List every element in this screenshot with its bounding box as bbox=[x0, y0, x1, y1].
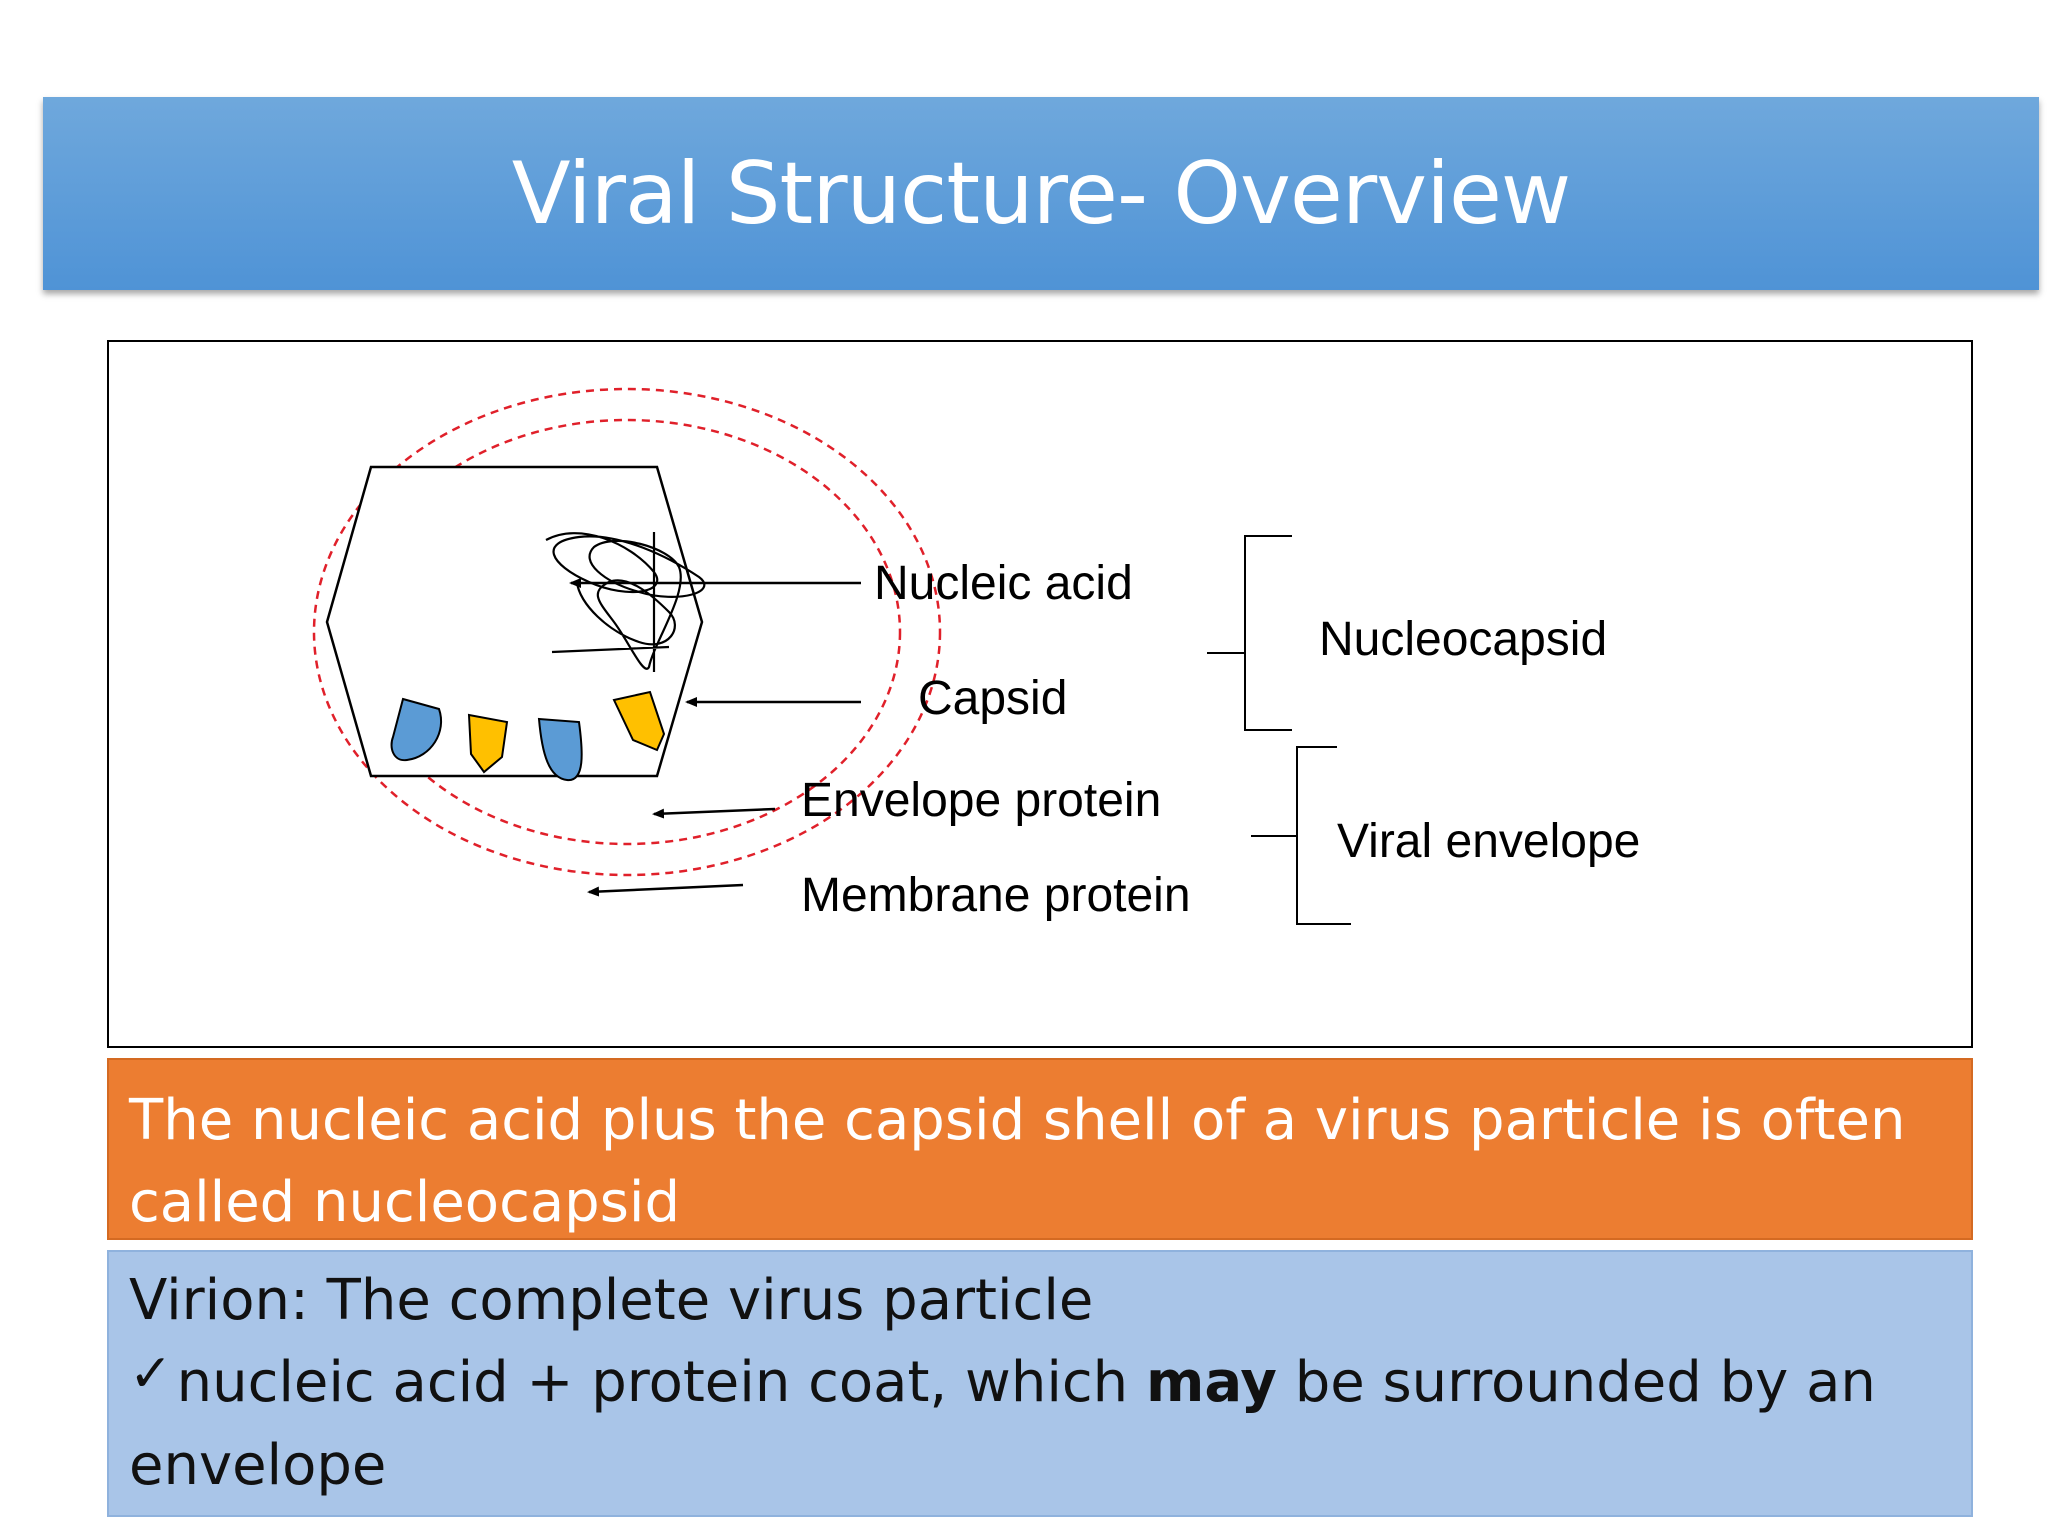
virus-diagram: Nucleic acid Capsid Envelope protein Mem… bbox=[107, 340, 1973, 1048]
capsid-shape bbox=[325, 465, 704, 778]
virion-bullet-text-start: nucleic acid + protein coat, which bbox=[176, 1350, 1146, 1415]
nucleocapsid-definition-box: The nucleic acid plus the capsid shell o… bbox=[107, 1058, 1973, 1240]
arrow-membrane-protein bbox=[587, 883, 744, 897]
virion-bullet-text-end: be surrounded by an envelope bbox=[129, 1350, 1876, 1498]
virion-definition-line: Virion: The complete virus particle bbox=[129, 1268, 1094, 1333]
arrow-envelope-protein bbox=[652, 807, 776, 819]
checkmark-icon: ✓ bbox=[129, 1344, 173, 1404]
slide-title: Viral Structure- Overview bbox=[511, 143, 1571, 244]
label-nucleic-acid: Nucleic acid bbox=[874, 557, 1133, 610]
label-nucleocapsid: Nucleocapsid bbox=[1319, 613, 1607, 666]
envelope-protein-left bbox=[467, 713, 509, 774]
label-viral-envelope: Viral envelope bbox=[1337, 815, 1640, 868]
nucleocapsid-bracket bbox=[1207, 535, 1292, 731]
virion-bullet: ✓nucleic acid + protein coat, which may … bbox=[129, 1342, 1951, 1507]
envelope-outer-ellipse bbox=[312, 387, 942, 877]
title-bar: Viral Structure- Overview bbox=[43, 97, 2039, 290]
label-membrane-protein: Membrane protein bbox=[801, 869, 1191, 922]
viral-envelope-bracket bbox=[1251, 746, 1351, 925]
nucleocapsid-definition-text: The nucleic acid plus the capsid shell o… bbox=[129, 1088, 1906, 1235]
membrane-protein-right bbox=[537, 717, 583, 782]
virion-bullet-emphasis: may bbox=[1145, 1350, 1277, 1415]
virion-definition-box: Virion: The complete virus particle ✓nuc… bbox=[107, 1250, 1973, 1517]
membrane-protein-left bbox=[390, 697, 442, 762]
label-capsid: Capsid bbox=[918, 672, 1067, 725]
label-envelope-protein: Envelope protein bbox=[801, 774, 1161, 827]
virus-diagram-svg: Nucleic acid Capsid Envelope protein Mem… bbox=[312, 387, 1640, 925]
envelope-inner-ellipse bbox=[352, 418, 902, 846]
envelope-protein-right bbox=[612, 690, 666, 752]
